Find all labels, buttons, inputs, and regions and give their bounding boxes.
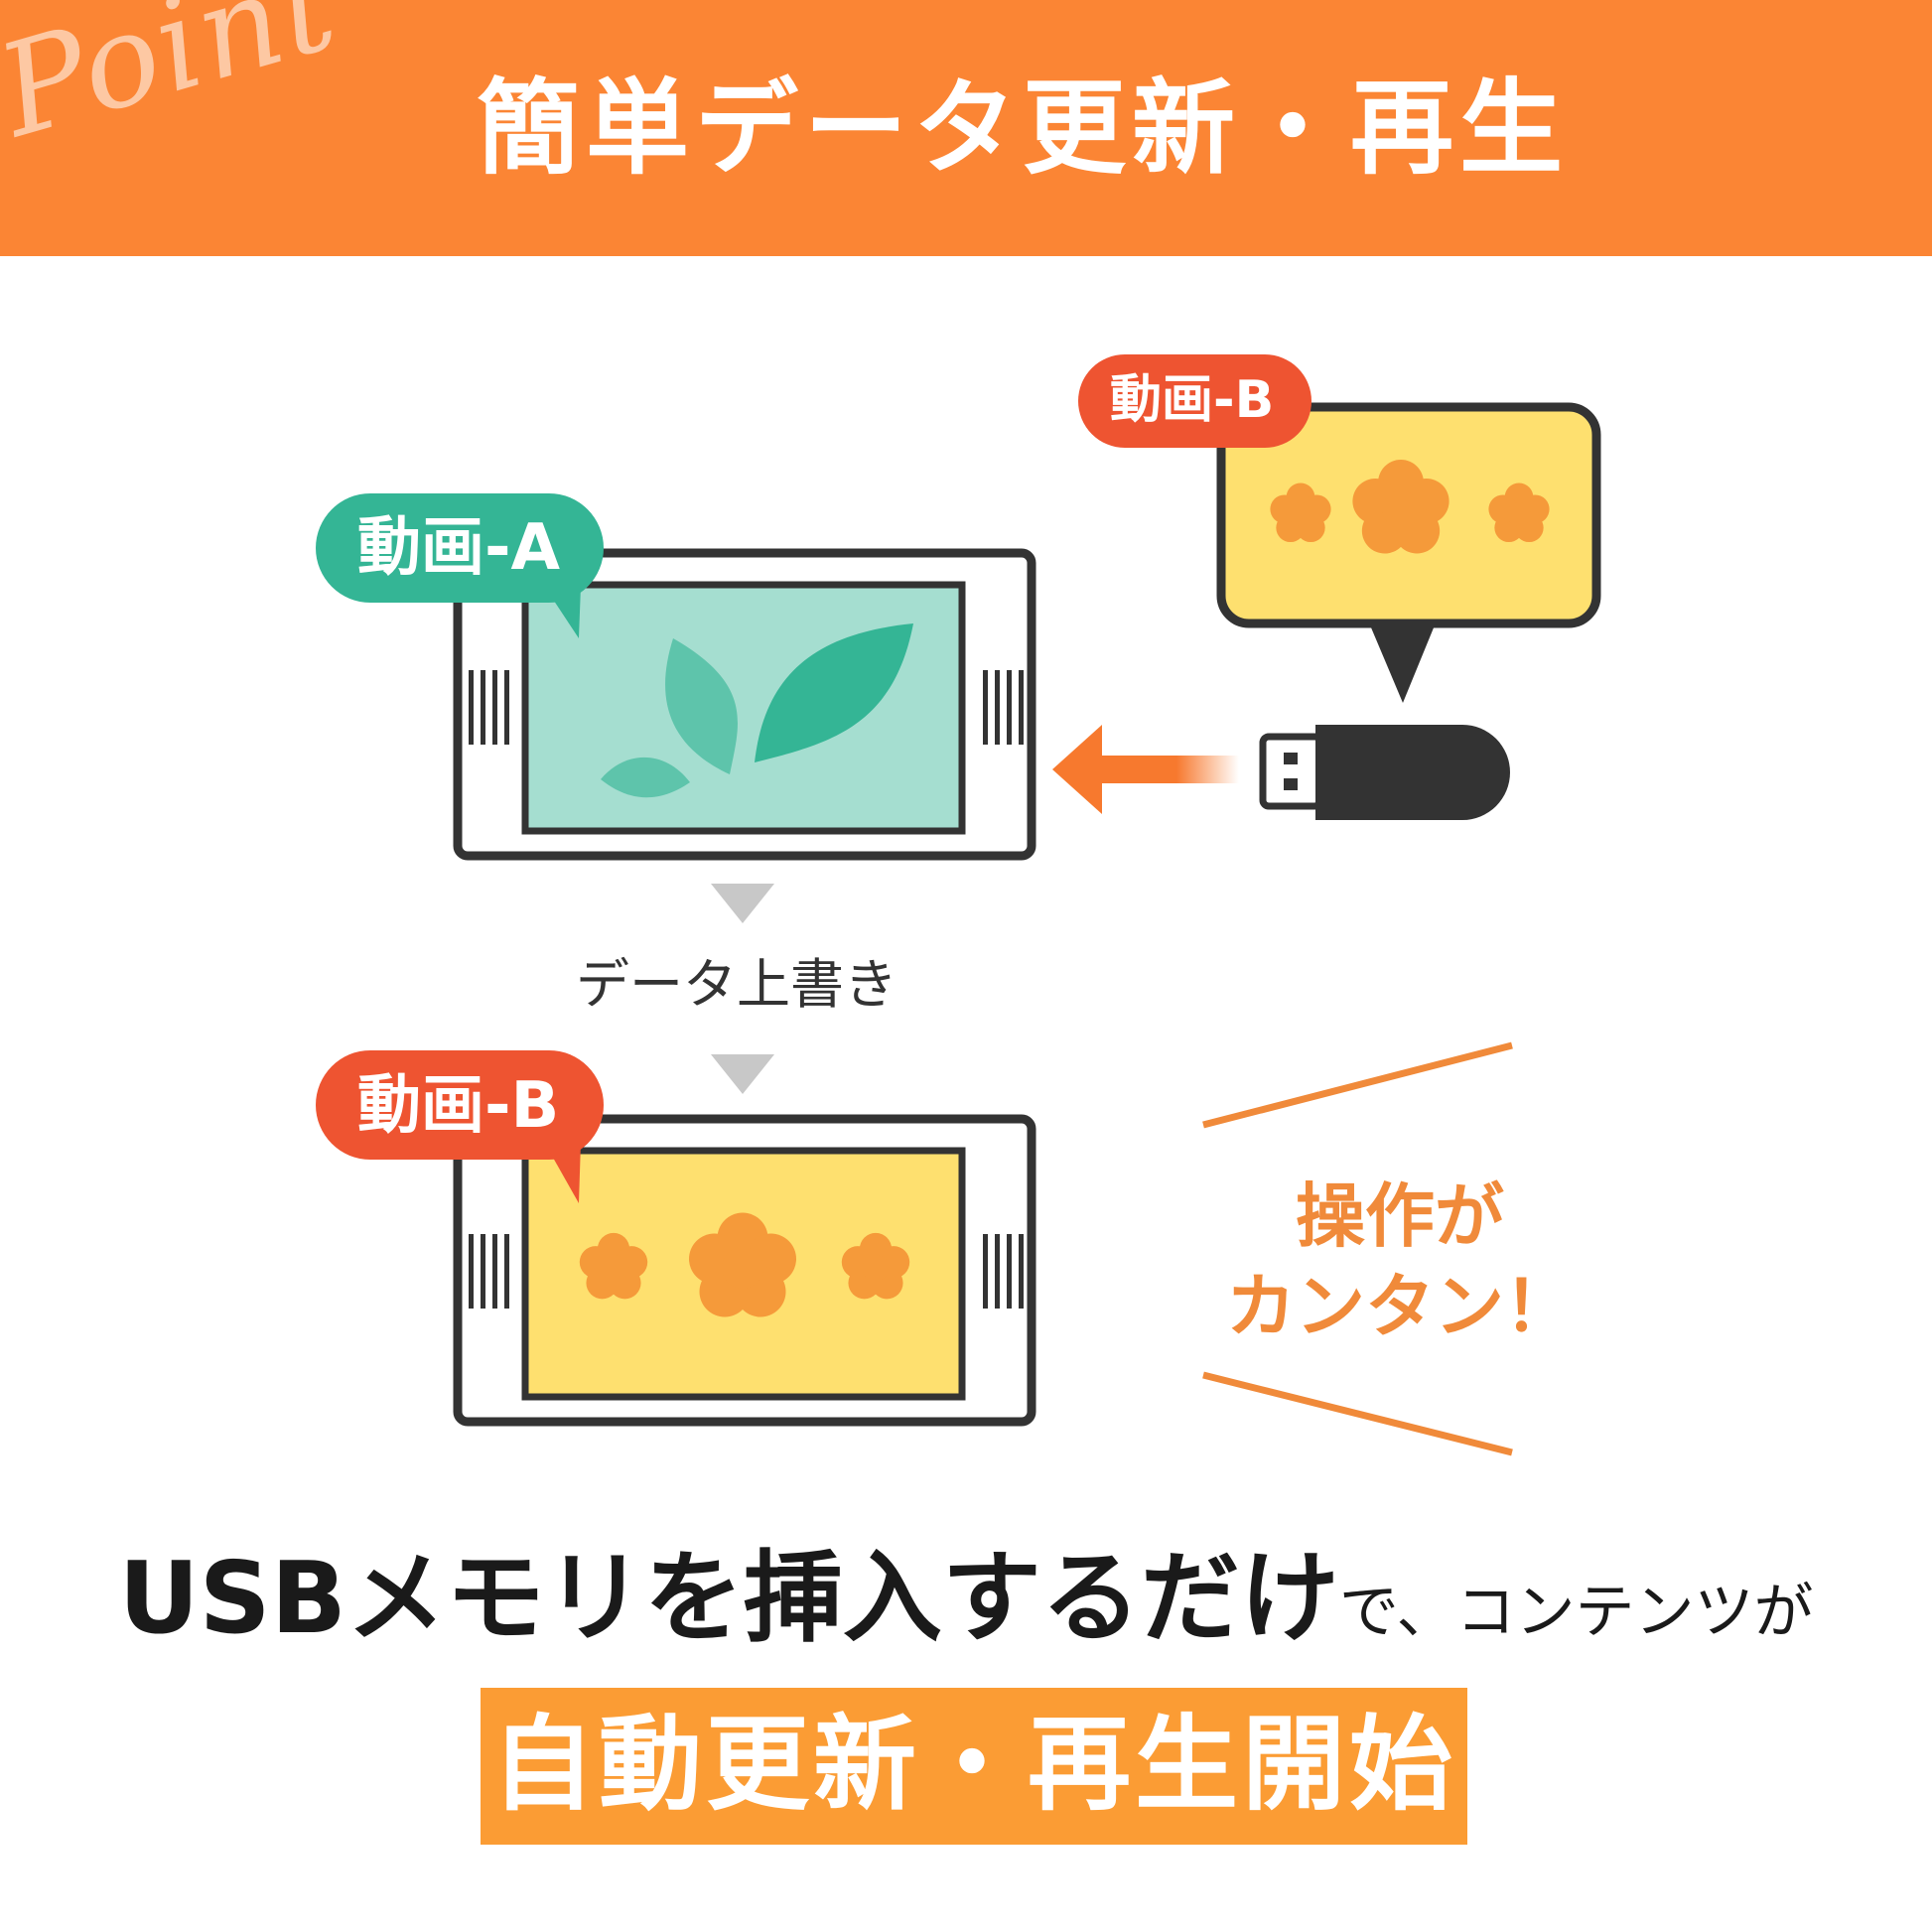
bottom-statement: USBメモリを挿入するだけで、コンテンツが [0, 1549, 1932, 1648]
bottom-lead: USBメモリを挿入するだけ [118, 1540, 1339, 1656]
device-top [453, 548, 1036, 861]
badge-video-b-bottom [316, 1050, 604, 1203]
source-video-bubble [1216, 402, 1601, 703]
header-banner: Point 簡単データ更新・再生 [0, 0, 1932, 256]
badge-video-a [316, 493, 604, 638]
device-bottom [453, 1114, 1036, 1427]
highlight-text: 自動更新・再生開始 [490, 1704, 1456, 1825]
speaker-left-icon [469, 1234, 509, 1309]
arrow-left-icon [1052, 725, 1239, 814]
badge-label-video-b-top: 動画-B [1110, 370, 1275, 430]
speaker-right-icon [983, 670, 1024, 745]
screen-video-a [521, 581, 966, 835]
accent-line-top [1202, 1041, 1513, 1129]
triangle-down-icon [711, 1054, 774, 1094]
easy-note-line1: 操作が [1296, 1175, 1504, 1257]
bottom-tail: で、コンテンツが [1338, 1578, 1814, 1647]
leaf-icon [601, 623, 913, 798]
triangle-down-icon [711, 884, 774, 923]
badge-label-video-a: 動画-A [357, 511, 561, 585]
easy-note-line2: カンタン！ [1226, 1266, 1574, 1347]
badge-label-video-b-bottom: 動画-B [357, 1069, 560, 1143]
page-title: 簡単データ更新・再生 [477, 68, 1570, 189]
highlight-box: 自動更新・再生開始 [481, 1688, 1467, 1845]
easy-operation-note: 操作が カンタン！ [1201, 1172, 1598, 1352]
overwrite-label: データ上書き [576, 953, 897, 1016]
speaker-left-icon [469, 670, 509, 745]
badge-video-b-top [1078, 354, 1311, 448]
accent-line-bottom [1202, 1371, 1513, 1456]
speaker-right-icon [983, 1234, 1024, 1309]
usb-drive-icon [1259, 725, 1510, 820]
